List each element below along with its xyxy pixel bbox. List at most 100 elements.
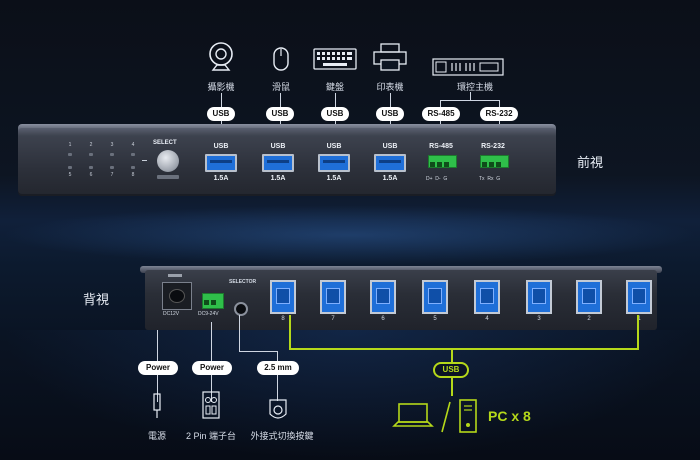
usb-b-port-4[interactable] [474,280,500,314]
led-6 [89,166,93,169]
controller-icon [432,58,504,76]
device-label-keyboard: 鍵盤 [325,82,344,92]
rs232-port-label: RS-232 [481,143,505,150]
dc12v-label: DC12V [163,311,180,317]
usb-b-number-1: 1 [637,316,641,322]
port-label-4: USB [382,143,398,150]
usb-b-port-2[interactable] [576,280,602,314]
printer-icon [373,43,407,71]
led-number-1: 1 [68,142,72,148]
led-8 [131,166,135,169]
selector-jack[interactable] [234,302,248,316]
caption-selector: 外接式切換按鍵 [250,431,314,441]
selector-line-h [239,351,277,352]
selector-line-down [277,351,278,401]
power-pill-2: Power [192,361,232,375]
dc924v-label: DC9-24V [198,311,219,317]
dc-jack-hole [169,289,185,303]
webcam-icon [209,42,233,71]
usb-b-number-7: 7 [331,316,335,322]
power-pill-1: Power [138,361,178,375]
terminal-block-icon [202,391,220,419]
led-3 [110,153,114,156]
selector-line [239,315,240,351]
usb-b-number-8: 8 [281,316,285,322]
led-2 [89,153,93,156]
led-4 [131,153,135,156]
serial-line-top [470,92,471,100]
port-rating-2: 1.5A [270,175,286,182]
rs485-pill: RS-485 [422,107,460,121]
usb-bracket-bottom [289,348,639,350]
back-panel-top [140,266,662,273]
led-number-2: 2 [89,142,93,148]
usb-a-port-3[interactable] [318,154,350,172]
usb-a-port-4[interactable] [374,154,406,172]
usb-b-port-6[interactable] [370,280,396,314]
back-view-label: 背視 [83,292,110,307]
led-dash [142,160,147,161]
usb-b-port-1[interactable] [626,280,652,314]
rs485-terminal[interactable] [428,155,457,168]
dc-plug-icon [153,393,161,418]
led-5 [68,166,72,169]
port-label-1: USB [213,143,229,150]
led-number-3: 3 [110,142,114,148]
led-number-8: 8 [131,172,135,178]
select-button[interactable] [157,150,179,172]
port-label-2: USB [270,143,286,150]
rs485-pins: D+ D- G [426,176,448,182]
rs232-pins: Tx Rx G [479,176,501,182]
port-rating-1: 1.5A [213,175,229,182]
rs232-pill: RS-232 [480,107,518,121]
usb-b-number-4: 4 [485,316,489,322]
led-number-6: 6 [89,172,93,178]
serial-line-485 [440,100,441,145]
led-7 [110,166,114,169]
usb-pill-3: USB [321,107,349,121]
keyboard-icon [313,48,357,70]
usb-b-number-2: 2 [587,316,591,322]
back-panel [145,270,657,330]
device-label-webcam: 攝影機 [207,82,235,92]
slash-divider [441,401,451,433]
desktop-tower-icon [459,399,477,433]
usb-bracket-left [289,315,291,349]
led-number-4: 4 [131,142,135,148]
port-rating-4: 1.5A [382,175,398,182]
laptop-icon [392,403,434,427]
device-label-controller: 環控主機 [456,82,493,92]
usb-b-port-3[interactable] [526,280,552,314]
usb-b-number-5: 5 [433,316,437,322]
usb-bracket-right [637,315,639,349]
light-band [0,205,700,265]
rs485-port-label: RS-485 [429,143,453,150]
device-label-mouse: 滑鼠 [271,82,290,92]
usb-a-port-2[interactable] [262,154,294,172]
mouse-icon [273,47,289,71]
usb-b-number-3: 3 [537,316,541,322]
rs232-terminal[interactable] [480,155,509,168]
floor-glow [0,330,700,460]
selector-button-icon [269,399,287,419]
usb-b-number-6: 6 [381,316,385,322]
caption-terminal: 2 Pin 端子台 [185,431,236,441]
port-label-3: USB [326,143,342,150]
usb-pill-4: USB [376,107,404,121]
led-number-7: 7 [110,172,114,178]
usb-b-port-7[interactable] [320,280,346,314]
select-label: SELECT [153,140,177,146]
usb-b-port-8[interactable] [270,280,296,314]
jack-pill: 2.5 mm [257,361,299,375]
power-terminal-2pin[interactable] [202,293,224,309]
front-view-label: 前視 [577,155,604,170]
selector-label: SELECTOR [229,279,257,285]
usb-pill-back: USB [433,362,469,378]
caption-power: 電源 [147,431,166,441]
serial-bracket [440,100,500,101]
led-1 [68,153,72,156]
usb-a-port-1[interactable] [205,154,237,172]
usb-pill-2: USB [266,107,294,121]
device-label-printer: 印表機 [376,82,404,92]
usb-b-port-5[interactable] [422,280,448,314]
